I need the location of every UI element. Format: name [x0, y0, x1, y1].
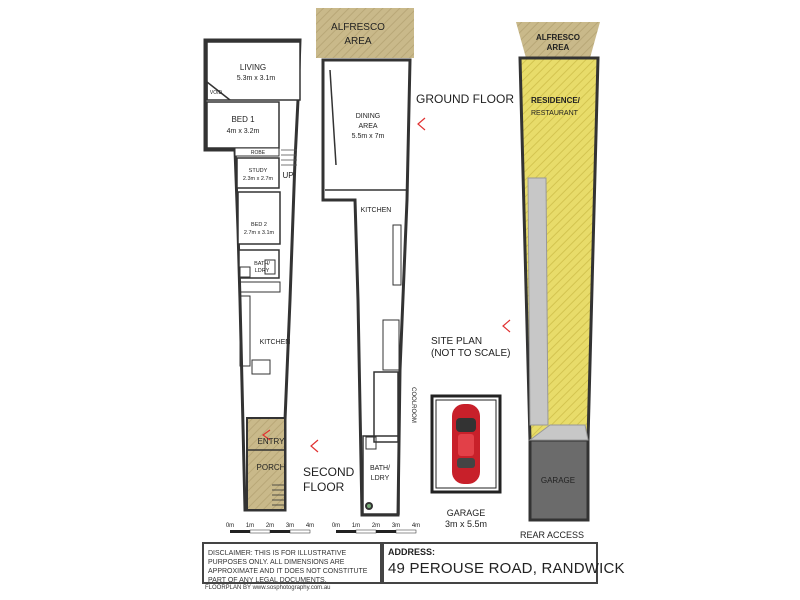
- living-dimension: 5.3m x 3.1m: [237, 75, 276, 82]
- residence-label: RESIDENCE/: [531, 96, 581, 105]
- site-alfresco-label: ALFRESCO: [536, 33, 580, 42]
- car-icon: [452, 404, 480, 484]
- sf-bath-label: BATH/: [254, 261, 270, 267]
- sf-ldry-label: LDRY: [255, 268, 270, 274]
- sf-kitchen-label: KITCHEN: [260, 339, 291, 346]
- gf-alfresco-label: ALFRESCO: [331, 22, 385, 33]
- scale-tick-label: 2m: [372, 523, 380, 529]
- scale-tick-label: 1m: [246, 523, 254, 529]
- scale-bar-left: [230, 529, 311, 534]
- robe-label: ROBE: [251, 150, 266, 156]
- ground-floor-title: GROUND FLOOR: [416, 92, 514, 106]
- garage-plan-dimension: 3m x 5.5m: [445, 519, 487, 529]
- bed2-dimension: 2.7m x 3.1m: [244, 230, 275, 236]
- scale-tick-label: 2m: [266, 523, 274, 529]
- site-plan-subtitle: (NOT TO SCALE): [431, 348, 510, 359]
- study-dimension: 2.3m x 2.7m: [243, 176, 274, 182]
- entry-label: ENTRY: [258, 437, 286, 446]
- floorplan-credit: FLOORPLAN BY www.sosphotography.com.au: [205, 585, 331, 591]
- ground-floor-plan: [316, 8, 426, 517]
- disclaimer-box: [202, 542, 382, 584]
- address-label: ADDRESS:: [388, 547, 436, 557]
- second-floor-plan: [203, 38, 302, 512]
- scale-tick-label: 4m: [306, 523, 314, 529]
- second-floor-title-2: FLOOR: [303, 480, 345, 494]
- scale-tick-label: 1m: [352, 523, 360, 529]
- gf-alfresco-label-2: AREA: [344, 36, 372, 47]
- rear-access-label: REAR ACCESS: [520, 530, 584, 540]
- gf-bath-label: BATH/: [370, 465, 390, 472]
- restaurant-label: RESTAURANT: [531, 110, 579, 117]
- bed1-label: BED 1: [231, 115, 255, 124]
- garage-plan: [430, 394, 502, 494]
- study-label: STUDY: [249, 168, 268, 174]
- site-garage-label: GARAGE: [541, 476, 575, 485]
- gf-ldry-label: LDRY: [371, 475, 390, 482]
- scale-tick-label: 3m: [286, 523, 294, 529]
- site-plan: [502, 22, 600, 522]
- gf-kitchen-label: KITCHEN: [361, 207, 392, 214]
- scale-bar-right: [336, 529, 417, 534]
- disclaimer-text: DISCLAIMER: THIS IS FOR ILLUSTRATIVE PUR…: [208, 550, 368, 584]
- porch-label: PORCH: [257, 463, 286, 472]
- living-label: LIVING: [240, 63, 266, 72]
- coolroom-label: COOLROOM: [410, 387, 416, 423]
- bed2-label: BED 2: [251, 222, 267, 228]
- void-label: VOID: [210, 90, 223, 96]
- stairs-up-label: UP: [282, 171, 293, 180]
- second-floor-title: SECOND: [303, 465, 355, 479]
- scale-tick-label: 4m: [412, 523, 420, 529]
- address-value: 49 PEROUSE ROAD, RANDWICK: [388, 560, 625, 577]
- dining-label: DINING: [356, 113, 381, 120]
- address-box: [382, 542, 598, 584]
- site-alfresco-label-2: AREA: [547, 43, 570, 52]
- site-plan-title: SITE PLAN: [431, 336, 482, 347]
- garage-plan-label: GARAGE: [447, 508, 486, 518]
- dining-dimension: 5.5m x 7m: [352, 133, 385, 140]
- scale-tick-label: 0m: [226, 523, 234, 529]
- scale-tick-label: 0m: [332, 523, 340, 529]
- bed1-dimension: 4m x 3.2m: [227, 128, 260, 135]
- dining-label-2: AREA: [358, 123, 377, 130]
- scale-tick-label: 3m: [392, 523, 400, 529]
